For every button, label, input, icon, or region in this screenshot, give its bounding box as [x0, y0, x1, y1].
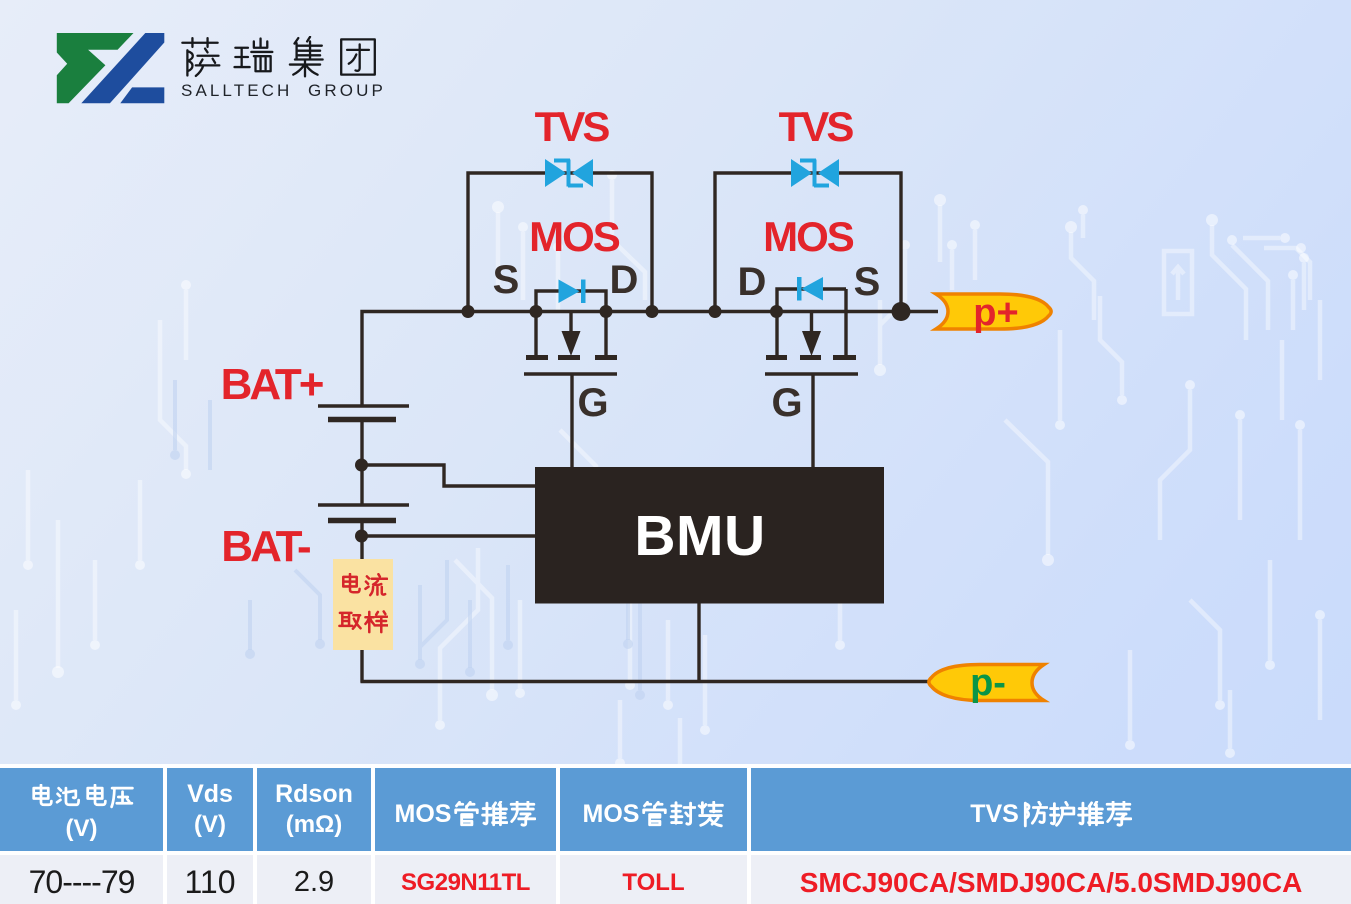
- svg-text:D: D: [610, 258, 639, 302]
- svg-text:TVS: TVS: [779, 103, 854, 150]
- svg-text:D: D: [738, 260, 767, 304]
- svg-text:TVS: TVS: [535, 103, 610, 150]
- svg-text:MOS: MOS: [529, 213, 620, 260]
- svg-text:G: G: [771, 381, 802, 425]
- svg-text:S: S: [493, 258, 520, 302]
- svg-text:BMU: BMU: [634, 504, 765, 568]
- svg-text:MOS: MOS: [763, 213, 854, 260]
- svg-text:p-: p-: [970, 662, 1006, 704]
- svg-text:BAT+: BAT+: [221, 360, 323, 409]
- svg-text:BAT-: BAT-: [221, 522, 310, 571]
- svg-text:G: G: [577, 381, 608, 425]
- svg-text:S: S: [854, 260, 881, 304]
- svg-text:p+: p+: [973, 292, 1018, 334]
